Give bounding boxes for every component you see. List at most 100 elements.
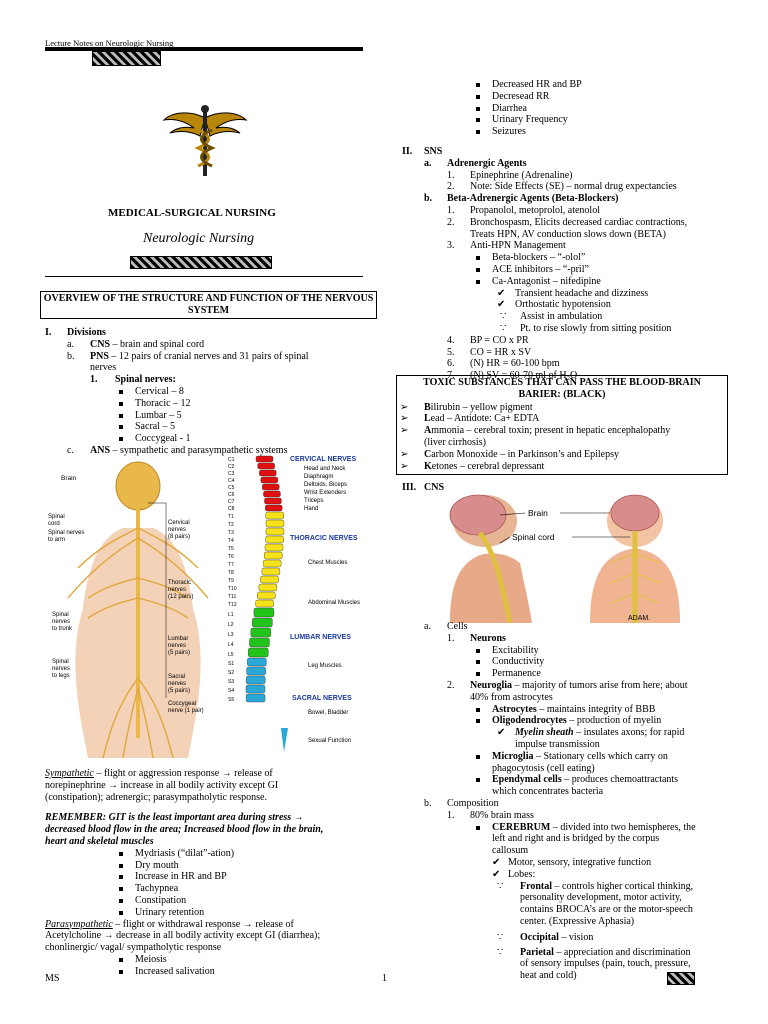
- vertebra-code: L5: [228, 652, 234, 658]
- body-label: Spinal: [48, 514, 65, 520]
- vertebra: [260, 476, 279, 484]
- definition-continued: personality development, motor activity,: [520, 892, 682, 904]
- body-label: (5 pairs): [168, 688, 190, 694]
- header-rule: [45, 47, 363, 51]
- vertebra: [262, 559, 282, 568]
- vertebra: [252, 617, 273, 628]
- toxic-text: etones – cerebral depressant: [431, 460, 545, 472]
- definition: – vision: [558, 931, 594, 943]
- body-label: Brain: [61, 475, 77, 482]
- definition: – controls higher cortical thinking,: [552, 880, 694, 892]
- vertebra-code: S1: [228, 661, 234, 667]
- title-rule: [45, 276, 363, 277]
- cns-label: Brain: [528, 508, 548, 518]
- body-label: Cervical: [168, 520, 190, 526]
- vertebra: [253, 607, 275, 618]
- body-label: cord: [48, 521, 60, 527]
- spine-function-label: Diaphragm: [304, 474, 333, 480]
- vertebra: [255, 599, 274, 608]
- checkmark-icon: ✔: [492, 856, 501, 868]
- toxic-text: mmonia – cerebral toxin; present in hepa…: [431, 425, 671, 437]
- list-item: Coccygeal - 1: [45, 433, 367, 445]
- bullet-icon: [119, 863, 123, 868]
- header-pattern-bar: [92, 51, 161, 66]
- vertebra: [265, 527, 285, 536]
- list-number: 1.: [447, 169, 455, 181]
- term: Frontal: [520, 880, 553, 892]
- definition: – appreciation and discrimination: [553, 946, 691, 958]
- list-item-text: Meiosis: [135, 953, 167, 965]
- vertebra: [259, 469, 277, 477]
- definition: – brain and spinal cord: [110, 338, 205, 350]
- neuron-properties-list: Excitability Conductivity Permanence: [402, 645, 724, 680]
- divisions-section: I.Divisions a.CNS – brain and spinal cor…: [45, 327, 367, 457]
- list-item-text: Permanence: [492, 668, 541, 680]
- arrow-bullet-icon: ➢: [400, 460, 409, 472]
- list-item: Thoracic – 12: [45, 398, 367, 410]
- list-item: Cervical – 8: [45, 386, 367, 398]
- list-item-text: Decreased HR and BP: [492, 79, 582, 90]
- subsection-title: Beta-Adrenergic Agents (Beta-Blockers): [447, 193, 619, 205]
- list-item-text: ACE inhibitors – “-pril”: [492, 263, 589, 275]
- list-number: 2.: [447, 181, 455, 193]
- vertebra: [265, 519, 285, 528]
- vertebra: [245, 675, 266, 685]
- vertebra: [250, 627, 272, 638]
- body-label: Spinal: [52, 612, 69, 618]
- remember-note: heart and skeletal muscles: [45, 835, 154, 847]
- toxic-text: (liver cirrhosis): [424, 436, 486, 448]
- list-item-text: Excitability: [492, 644, 539, 656]
- item-label: b.: [424, 797, 432, 809]
- list-item: Propanolol, metoprolol, atenolol: [470, 204, 600, 216]
- arrow-bullet-icon: ➢: [400, 413, 409, 425]
- vertebra-code: C6: [228, 492, 235, 498]
- body-label: Lumbar: [168, 636, 188, 642]
- vertebra-code: T7: [228, 562, 234, 568]
- vertebra: [258, 583, 278, 592]
- vertebra-code: C7: [228, 499, 235, 505]
- spine-header: CERVICAL NERVES: [290, 456, 356, 463]
- vertebra-code: C2: [228, 464, 235, 470]
- section-title: CNS: [424, 482, 445, 493]
- vertebra-code: S2: [228, 670, 234, 676]
- definition-continued: phagocytosis (cell eating): [492, 762, 595, 774]
- section-number: III.: [402, 482, 417, 493]
- term: Parasympathetic: [45, 918, 113, 930]
- because-list: ∵Assist in ambulation ∵Pt. to rise slowl…: [402, 311, 724, 335]
- list-item-text: Decresead RR: [492, 90, 550, 102]
- spine-function-label: Head and Neck: [304, 466, 346, 472]
- list-item-text: Note: Side Effects (SE) – normal drug ex…: [470, 181, 677, 193]
- bullet-icon: [476, 83, 480, 87]
- term: Ependymal cells: [492, 774, 562, 786]
- definition-continued: (constipation); adrenergic; parasympatho…: [45, 791, 267, 803]
- term: PNS: [90, 350, 109, 362]
- parasympathetic-effects-list: Meiosis Increased salivation: [45, 954, 367, 978]
- body-label: nerves: [168, 527, 186, 533]
- spine-function-label: Chest Muscles: [308, 560, 347, 566]
- bullet-icon: [476, 754, 480, 759]
- list-item-text: Conductivity: [492, 656, 545, 668]
- mnemonic-letter: A: [424, 425, 432, 437]
- section-number: II.: [402, 145, 413, 157]
- subsection-title: Cells: [447, 621, 468, 632]
- list-item: Constipation: [45, 895, 367, 907]
- body-label: to trunk: [52, 626, 73, 632]
- vertebra-code: T3: [228, 530, 234, 536]
- term: CNS: [90, 338, 111, 350]
- item-label: a.: [424, 621, 431, 632]
- spine-function-label: Leg Muscles: [308, 663, 342, 669]
- check-list: ✔Transient headache and dizziness ✔Ortho…: [402, 288, 724, 312]
- toxic-item: ➢Ammonia – cerebral toxin; present in he…: [400, 425, 725, 437]
- bullet-icon: [476, 267, 480, 272]
- list-item-text: Increase in HR and BP: [135, 871, 227, 883]
- vertebra-code: C8: [228, 506, 235, 512]
- item-label: b.: [67, 350, 75, 362]
- term: Parietal: [520, 946, 554, 958]
- list-number: 4.: [447, 334, 455, 346]
- cns-label: Spinal cord: [512, 532, 555, 542]
- vertebra: [245, 684, 266, 694]
- because-icon: ∵: [497, 931, 504, 943]
- vertebra-code: T4: [228, 538, 234, 544]
- item-label: a.: [424, 157, 432, 169]
- list-item: 5.CO = HR x SV: [402, 347, 724, 359]
